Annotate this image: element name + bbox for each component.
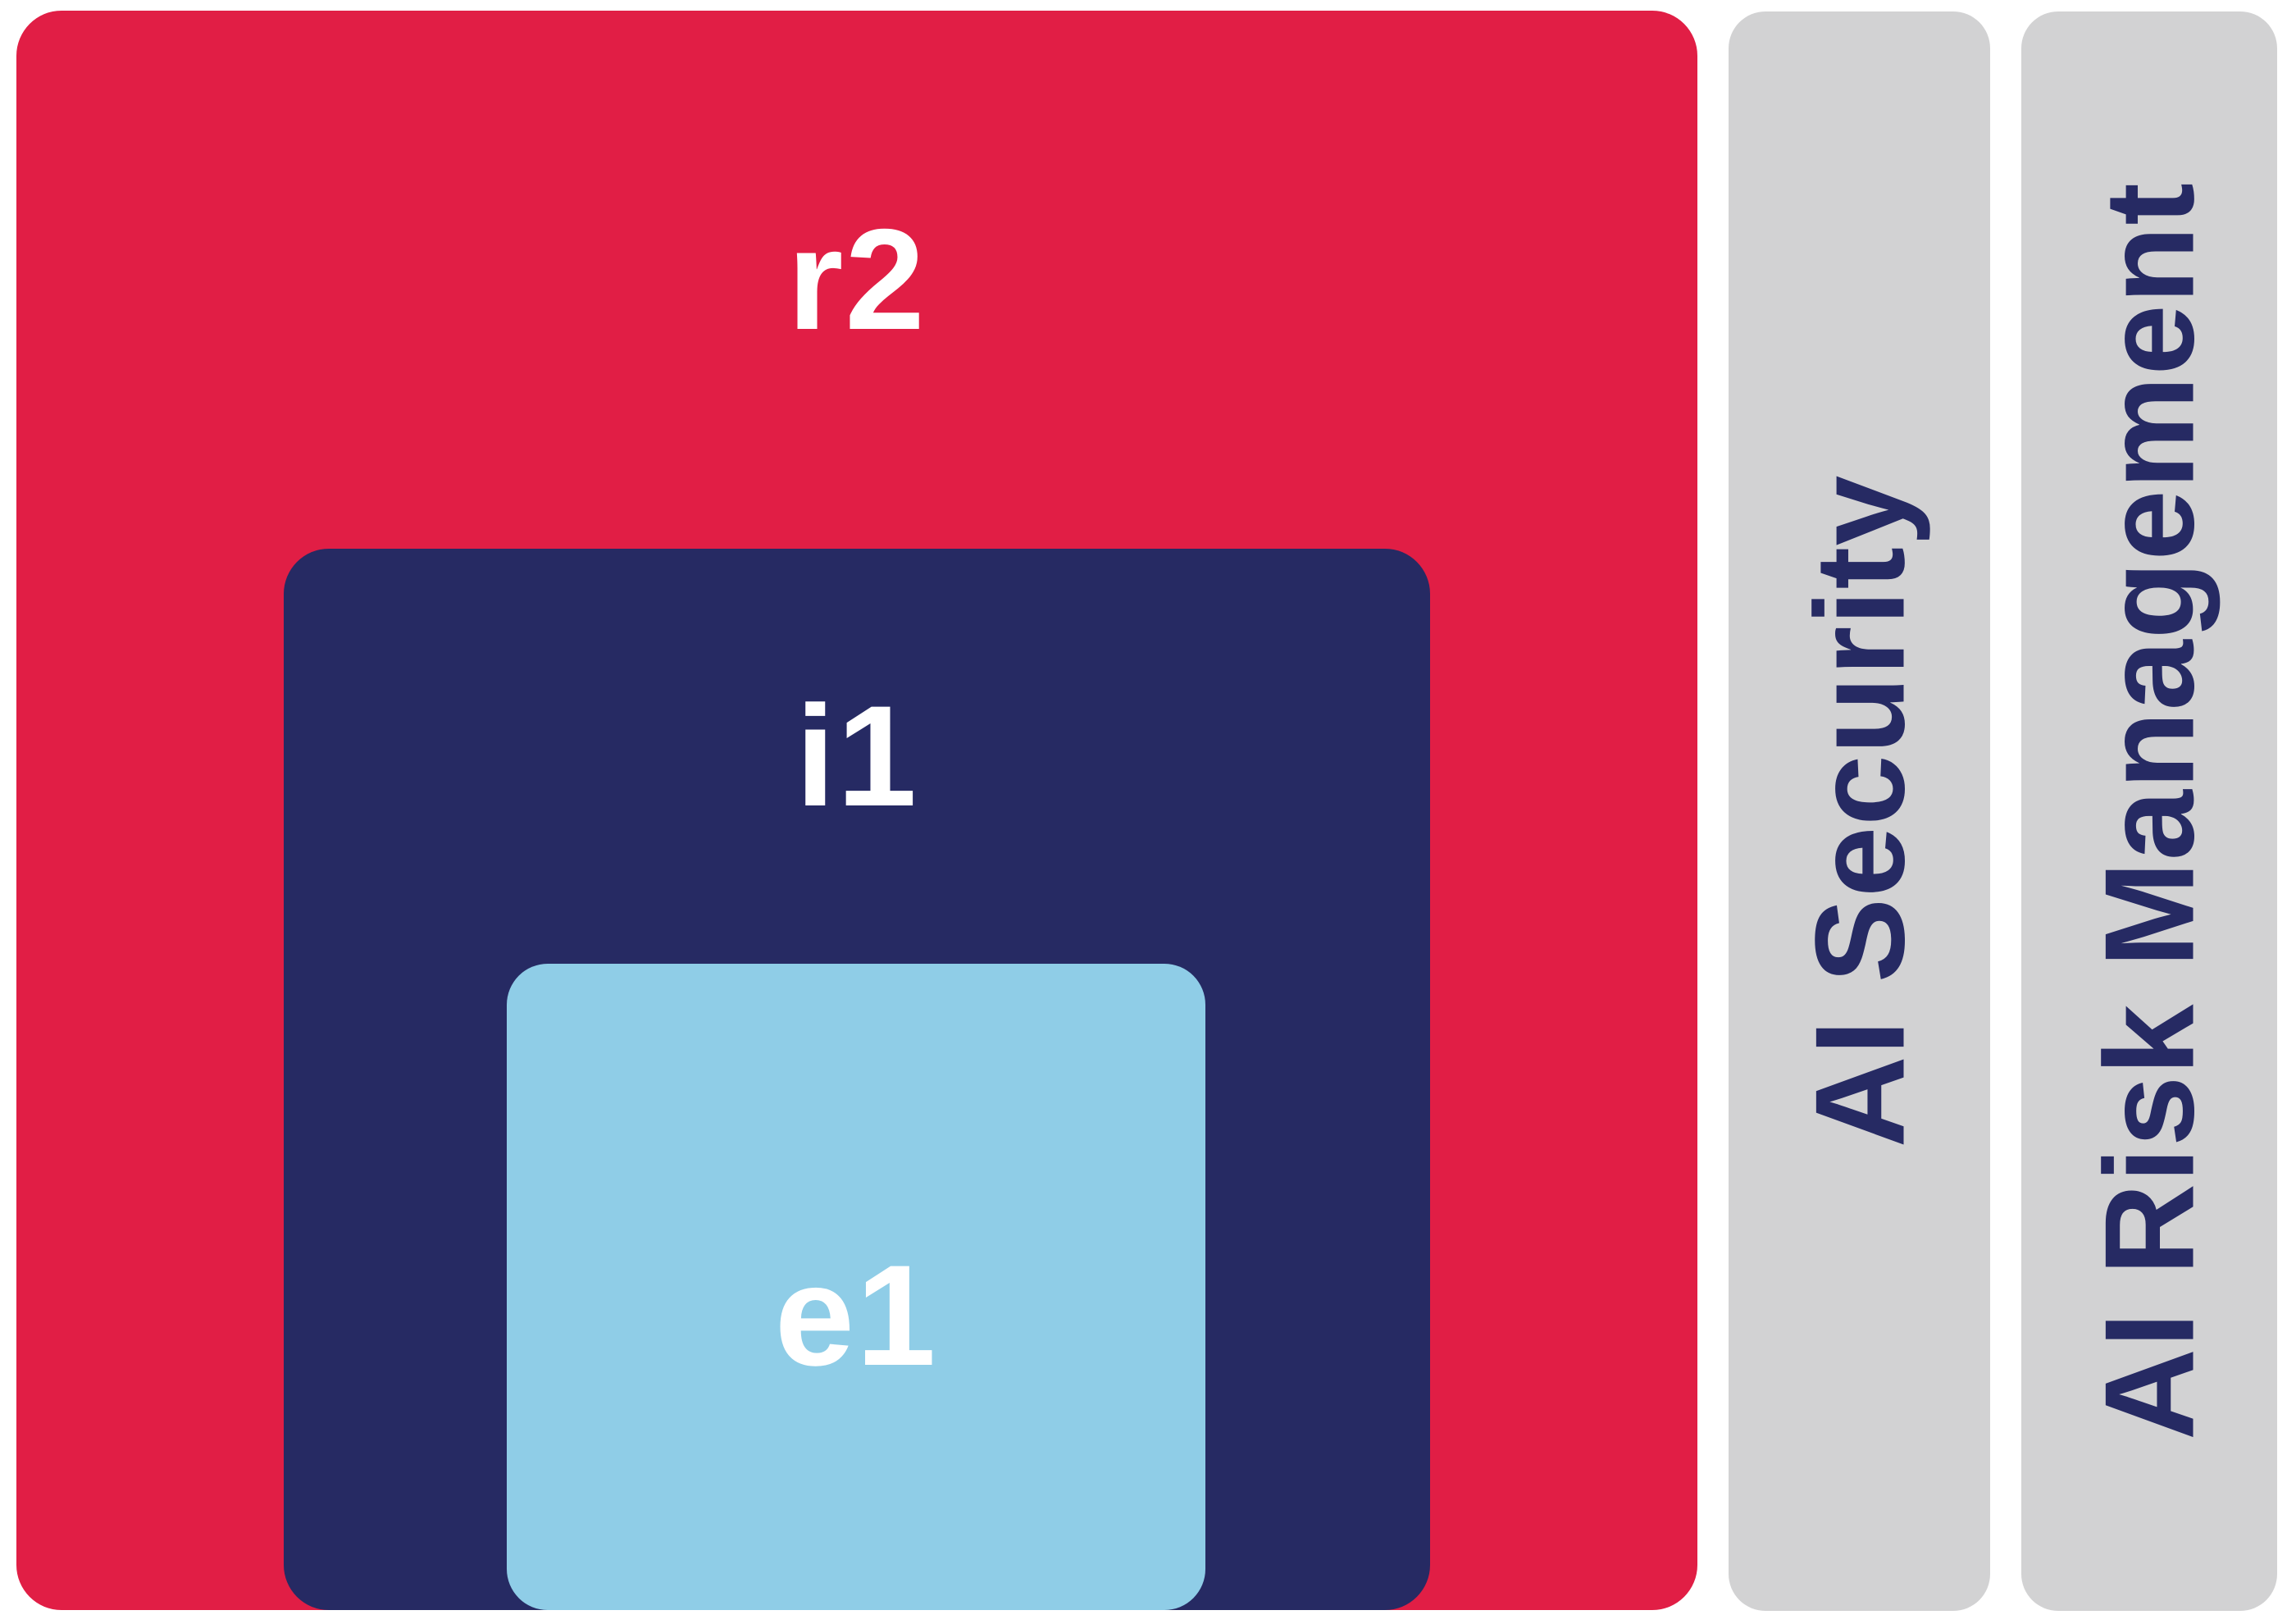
i1-label-strip: i1 <box>284 549 1430 964</box>
i1-label: i1 <box>795 676 918 837</box>
r2-label: r2 <box>787 199 927 360</box>
ai-security-label: AI Security <box>1788 474 1930 1148</box>
ai-risk-management-label: AI Risk Management <box>2078 182 2221 1440</box>
r2-label-strip: r2 <box>16 11 1697 549</box>
inner-box-e1: e1 <box>507 964 1205 1610</box>
e1-label-strip: e1 <box>507 964 1205 1610</box>
e1-label: e1 <box>774 1235 938 1396</box>
sidebar-ai-security: AI Security <box>1729 11 1990 1611</box>
sidebar-ai-risk-management: AI Risk Management <box>2021 11 2277 1611</box>
